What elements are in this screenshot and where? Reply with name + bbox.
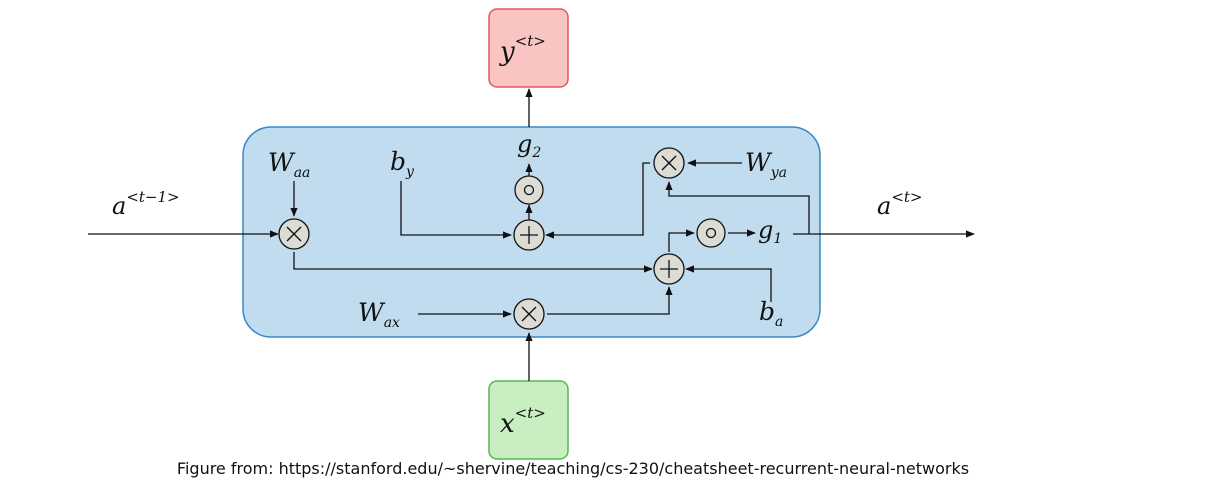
output-label: y<t> [499, 32, 546, 67]
add-node-a [653, 253, 685, 285]
input-label: x<t> [500, 404, 546, 439]
next-activation-label: a<t> [877, 188, 922, 220]
edge-by [400, 181, 512, 239]
edge-ba [685, 265, 772, 302]
edge-a-to-mult-ya [665, 181, 810, 234]
g1-label: g1 [758, 216, 782, 247]
multiply-node-ax [513, 298, 545, 330]
multiply-node-aa [278, 218, 310, 250]
prev-activation-label: a<t−1> [112, 188, 180, 220]
wax-label: Wax [358, 298, 400, 331]
activation-node-g1 [696, 218, 726, 248]
connections [88, 88, 975, 381]
add-node-y [513, 219, 545, 251]
output-box [488, 8, 569, 88]
activation-node-g2 [514, 175, 544, 205]
by-label: by [390, 147, 415, 180]
wya-label: Wya [745, 148, 787, 181]
edge-mult-ya-to-plus-y [545, 162, 650, 239]
ba-label: ba [759, 297, 783, 330]
waa-label: Waa [268, 148, 310, 181]
edge-mult-ax-to-plus-a [547, 286, 673, 315]
figure-caption: Figure from: https://stanford.edu/~sherv… [176, 459, 970, 478]
g2-label: g2 [517, 130, 541, 161]
multiply-node-ya [653, 147, 685, 179]
edge-plus-a-to-g1 [668, 229, 695, 252]
edge-mult-aa-to-plus-a [293, 252, 653, 273]
